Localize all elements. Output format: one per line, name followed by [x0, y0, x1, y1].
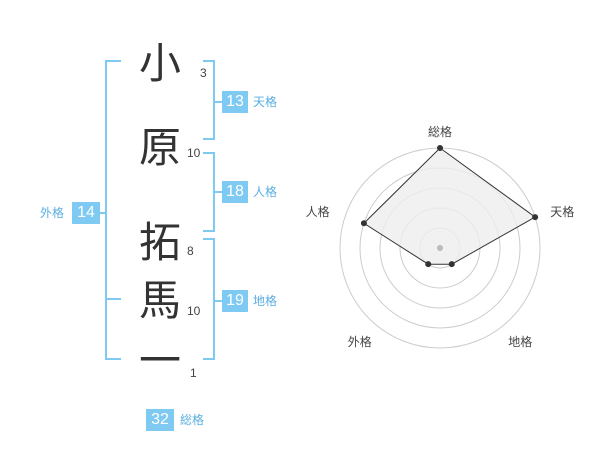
chikaku-value: 19	[222, 290, 248, 312]
jinkaku-label: 人格	[253, 185, 278, 199]
radar-points	[360, 145, 539, 268]
radar-label-4: 人格	[306, 204, 330, 219]
name-char-1: 小	[138, 39, 181, 88]
radar-point-0	[437, 145, 443, 151]
gaikaku-label: 外格	[40, 206, 65, 220]
radar-label-0: 総格	[428, 124, 452, 139]
tenkaku-label: 天格	[253, 95, 278, 109]
radar-point-3	[425, 261, 432, 268]
radar-label-1: 天格	[550, 204, 574, 219]
jinkaku-value: 18	[222, 181, 248, 203]
gaikaku-value: 14	[72, 202, 100, 224]
stroke-count-2: 10	[187, 146, 201, 160]
name-char-5: 一	[138, 336, 181, 385]
soukaku-value: 32	[146, 409, 174, 431]
name-char-2: 原	[138, 123, 181, 172]
chikaku-label: 地格	[253, 294, 278, 308]
tenkaku-value: 13	[222, 91, 248, 113]
soukaku-label: 総格	[180, 413, 205, 427]
radar-point-2	[448, 261, 455, 268]
radar-label-3: 外格	[348, 334, 372, 349]
radar-point-4	[360, 220, 367, 227]
radar-label-2: 地格	[508, 334, 532, 349]
stroke-count-1: 3	[200, 66, 207, 80]
stroke-count-3: 8	[187, 244, 194, 258]
radar-area	[363, 147, 537, 265]
name-char-3: 拓	[138, 218, 181, 267]
radar-point-1	[532, 214, 539, 221]
stroke-count-4: 10	[187, 304, 201, 318]
name-char-4: 馬	[138, 276, 181, 325]
radar-center-dot	[437, 245, 443, 251]
stroke-count-5: 1	[190, 366, 197, 380]
